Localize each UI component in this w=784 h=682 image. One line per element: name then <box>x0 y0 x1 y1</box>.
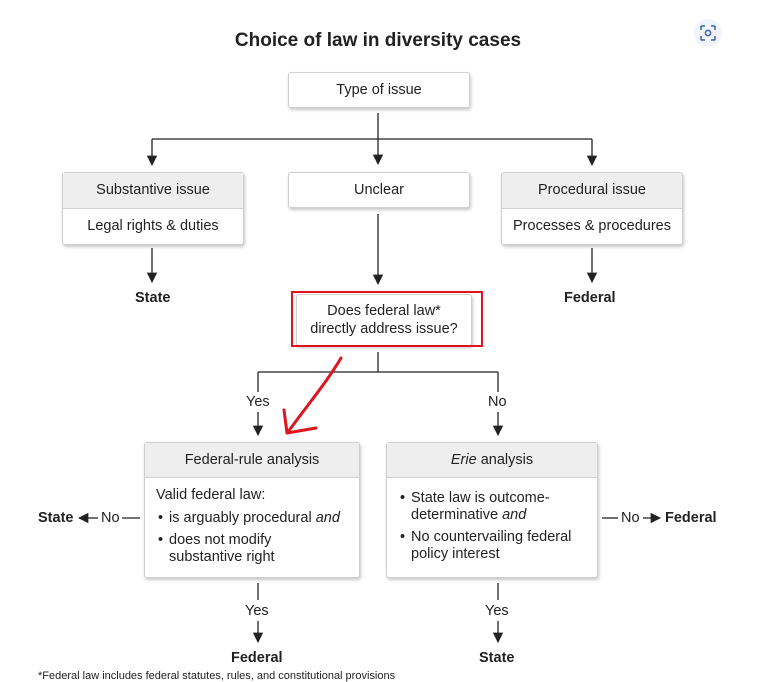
no-label-right: No <box>488 394 507 410</box>
federal-result-right: Federal <box>564 290 616 306</box>
right-exit-federal: Federal <box>665 510 717 526</box>
left-exit-no: No <box>101 510 120 526</box>
criterion-text-line-1: No countervailing federal <box>411 529 572 545</box>
procedural-issue-header: Procedural issue <box>502 173 682 209</box>
erie-analysis-header: Erie analysis <box>387 443 597 478</box>
unclear-label: Unclear <box>354 182 404 198</box>
erie-criteria-list: State law is outcome-determinative and N… <box>398 490 597 563</box>
federal-rule-criteria-list: is arguably procedural and does not modi… <box>156 510 359 566</box>
type-of-issue-label: Type of issue <box>336 82 422 98</box>
erie-header-italic: Erie <box>450 452 477 468</box>
question-box: Does federal law* directly address issue… <box>296 294 472 346</box>
right-exit-no: No <box>621 510 640 526</box>
valid-federal-law-label: Valid federal law: <box>156 487 266 503</box>
unclear-box: Unclear <box>288 172 470 208</box>
substantive-issue-box: Substantive issue Legal rights & duties <box>62 172 244 245</box>
criterion-text: is arguably procedural <box>169 510 316 526</box>
diagram-title: Choice of law in diversity cases <box>234 30 522 51</box>
erie-analysis-box: Erie analysis State law is outcome-deter… <box>386 442 598 578</box>
procedural-issue-body: Processes & procedures <box>513 218 671 234</box>
criterion-text-line-2: policy interest <box>411 546 500 562</box>
bottom-right-state: State <box>479 650 515 666</box>
bottom-right-yes: Yes <box>485 603 509 619</box>
red-highlight-rectangle <box>291 291 483 347</box>
criterion-text-line-1: does not modify <box>169 532 272 548</box>
criterion-text-line-1: State law is outcome- <box>411 490 550 506</box>
scan-icon[interactable] <box>694 19 722 47</box>
substantive-issue-header: Substantive issue <box>63 173 243 209</box>
footnote: *Federal law includes federal statutes, … <box>38 670 396 682</box>
scan-icon-glyph <box>700 25 716 41</box>
procedural-issue-box: Procedural issue Processes & procedures <box>501 172 683 245</box>
state-result-left: State <box>135 290 171 306</box>
criterion-text-line-2: substantive right <box>169 549 275 565</box>
yes-label-left: Yes <box>246 394 270 410</box>
substantive-issue-body: Legal rights & duties <box>87 218 219 234</box>
criterion-text-line-2: determinative <box>411 507 503 523</box>
question-line-2: directly address issue? <box>310 321 458 337</box>
criterion-conjunction: and <box>502 507 527 523</box>
erie-criterion: State law is outcome-determinative and <box>398 490 597 524</box>
erie-header-rest: analysis <box>476 452 534 468</box>
bottom-left-federal: Federal <box>231 650 283 666</box>
federal-rule-criterion: is arguably procedural and <box>156 510 359 527</box>
bottom-left-yes: Yes <box>245 603 269 619</box>
left-exit-state: State <box>38 510 74 526</box>
federal-rule-analysis-header: Federal-rule analysis <box>145 443 359 478</box>
criterion-conjunction: and <box>315 510 340 526</box>
federal-rule-analysis-box: Federal-rule analysis Valid federal law:… <box>144 442 360 578</box>
red-annotation-arrow <box>282 356 343 435</box>
type-of-issue-box: Type of issue <box>288 72 470 108</box>
question-line-1: Does federal law* <box>327 303 441 319</box>
